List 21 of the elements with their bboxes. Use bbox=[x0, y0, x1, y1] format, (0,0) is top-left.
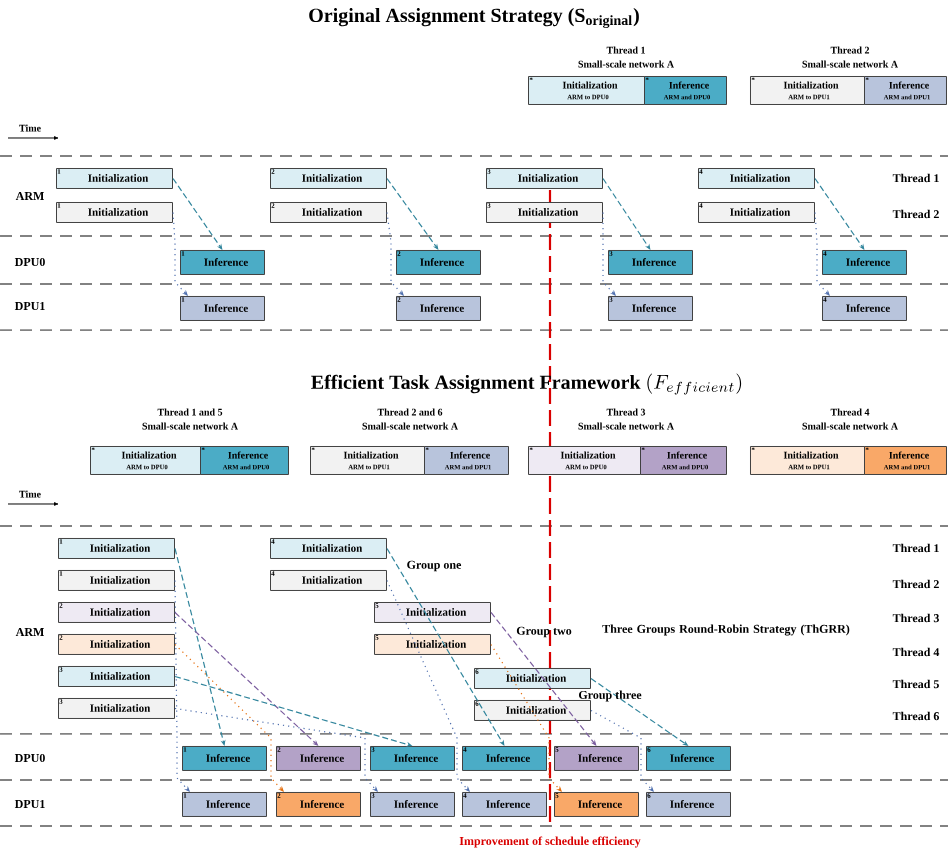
arrow bbox=[174, 579, 190, 792]
section-title: Efficient Task Assignment Framework bbox=[311, 374, 641, 394]
arrow bbox=[386, 579, 470, 792]
arrow bbox=[174, 707, 378, 792]
arrow bbox=[590, 709, 654, 792]
title: Original Assignment Strategy (S$_{original}$) bbox=[309, 8, 639, 28]
arrow bbox=[602, 211, 616, 296]
arrow bbox=[172, 211, 188, 296]
arrow bbox=[172, 177, 223, 250]
arrow bbox=[814, 211, 830, 296]
arrow bbox=[386, 547, 505, 746]
arrow bbox=[174, 547, 226, 746]
title-formula: $(F_{efficient})$ bbox=[647, 373, 742, 395]
arrow bbox=[490, 611, 597, 746]
arrow bbox=[814, 177, 865, 250]
arrow bbox=[386, 177, 439, 250]
arrow bbox=[174, 643, 284, 792]
arrow bbox=[602, 177, 651, 250]
arrow bbox=[174, 611, 319, 746]
arrow bbox=[490, 643, 562, 792]
arrow bbox=[386, 211, 404, 296]
